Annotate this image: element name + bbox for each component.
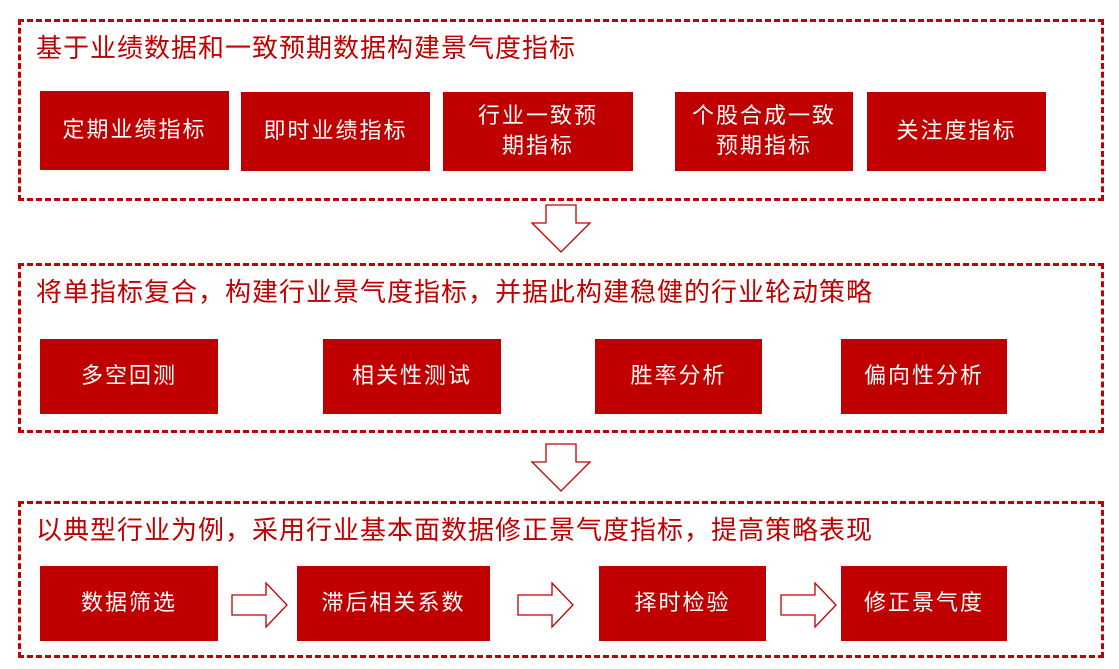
right-arrow-icon	[780, 581, 837, 629]
box-attention-indicator: 关注度指标	[867, 92, 1046, 171]
box-correlation-test: 相关性测试	[323, 339, 501, 414]
box-industry-consensus-indicator: 行业一致预期指标	[443, 92, 633, 171]
box-timing-test: 择时检验	[599, 566, 766, 641]
section-title: 以典型行业为例，采用行业基本面数据修正景气度指标，提高策略表现	[36, 516, 874, 546]
box-data-screening: 数据筛选	[40, 566, 218, 641]
box-periodic-earnings-indicator: 定期业绩指标	[40, 91, 229, 170]
box-long-short-backtest: 多空回测	[40, 339, 218, 414]
box-stock-synthetic-consensus-indicator: 个股合成一致预期指标	[675, 92, 853, 171]
box-instant-earnings-indicator: 即时业绩指标	[241, 92, 430, 171]
box-bias-analysis: 偏向性分析	[841, 339, 1007, 414]
section-title: 将单指标复合，构建行业景气度指标，并据此构建稳健的行业轮动策略	[36, 278, 874, 308]
down-arrow-icon	[530, 204, 592, 253]
section-composite-rotation-strategy: 将单指标复合，构建行业景气度指标，并据此构建稳健的行业轮动策略	[18, 263, 1104, 433]
box-lagged-correlation: 滞后相关系数	[297, 566, 490, 641]
down-arrow-icon	[530, 443, 592, 492]
section-title: 基于业绩数据和一致预期数据构建景气度指标	[36, 34, 577, 64]
box-corrected-prosperity: 修正景气度	[841, 566, 1007, 641]
box-win-rate-analysis: 胜率分析	[595, 339, 762, 414]
section-indicator-construction: 基于业绩数据和一致预期数据构建景气度指标	[18, 19, 1104, 201]
right-arrow-icon	[231, 581, 288, 629]
section-fundamental-correction: 以典型行业为例，采用行业基本面数据修正景气度指标，提高策略表现	[18, 501, 1104, 658]
right-arrow-icon	[517, 581, 574, 629]
